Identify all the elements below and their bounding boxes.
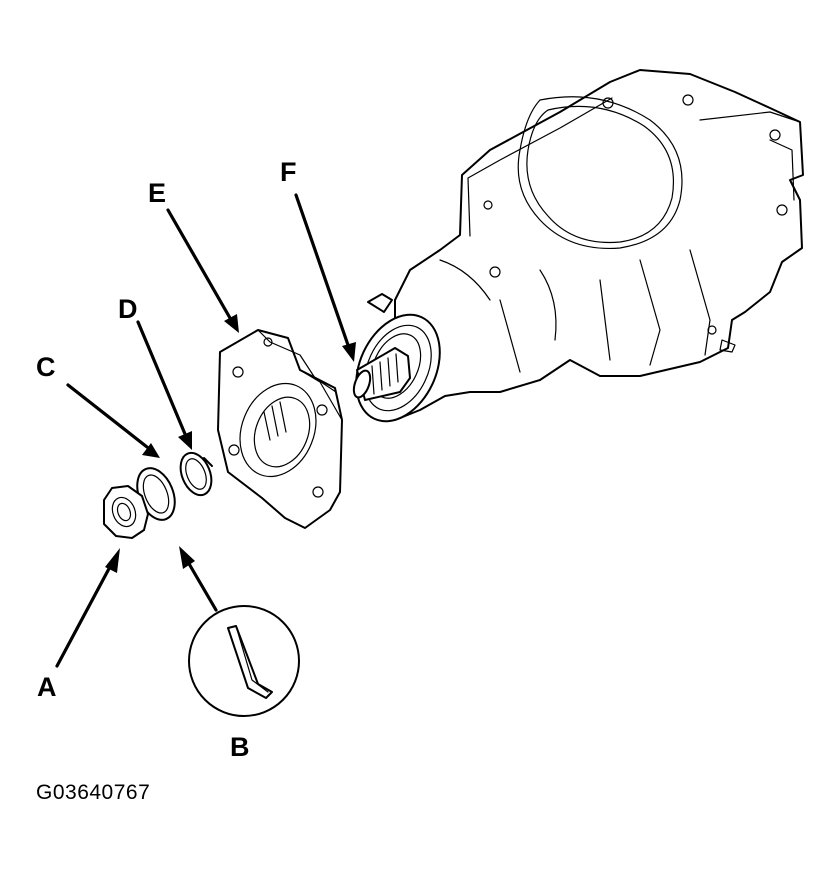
arrow-e xyxy=(166,208,232,320)
arrow-f xyxy=(294,193,350,347)
arrowhead-d xyxy=(178,431,192,450)
arrow-c xyxy=(66,383,149,449)
figure-code: G03640767 xyxy=(36,781,151,804)
arrowhead-f xyxy=(342,342,356,362)
lock-nut xyxy=(103,485,149,539)
arrow-d xyxy=(136,320,187,436)
leader-arrows xyxy=(55,193,356,668)
callout-b: B xyxy=(230,732,250,762)
callout-d: D xyxy=(118,294,138,324)
callout-e: E xyxy=(148,178,167,208)
callout-c: C xyxy=(36,352,56,382)
arrow-a xyxy=(55,561,114,668)
arrowhead-a xyxy=(105,548,120,573)
circlip xyxy=(179,451,213,497)
callout-f: F xyxy=(280,157,297,187)
callout-a: A xyxy=(37,672,57,702)
arrowhead-e xyxy=(224,314,239,333)
arrowhead-c xyxy=(142,443,160,458)
arrow-b xyxy=(186,560,218,612)
differential-housing xyxy=(352,69,804,423)
bearing-holder-flange xyxy=(217,329,343,529)
arrowhead-b xyxy=(179,546,195,569)
ring-section-detail xyxy=(188,605,300,717)
